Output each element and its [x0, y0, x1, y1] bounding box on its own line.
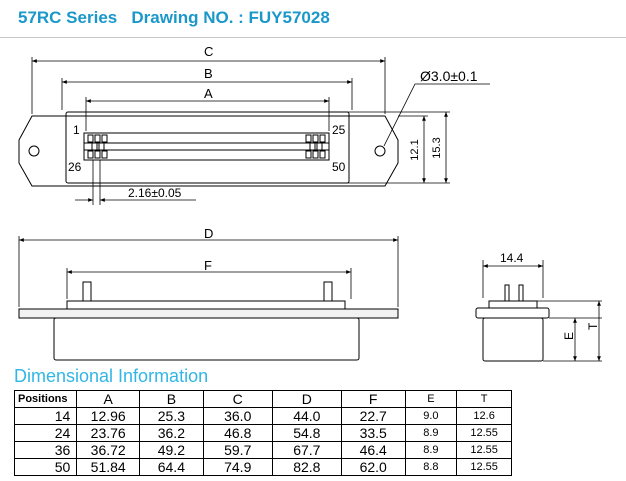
cell-t: 12.55 — [456, 458, 512, 476]
mounting-hole-right — [374, 145, 386, 157]
cell-f: 46.4 — [340, 441, 406, 459]
cell-b: 25.3 — [139, 407, 204, 425]
technical-drawing: C B A Ø3.0±0.1 12.1 15.3 2.16±0.05 1 25 … — [18, 44, 602, 362]
cell-e: 9.0 — [404, 407, 458, 425]
label-c: C — [204, 44, 213, 59]
side-view — [18, 281, 399, 361]
pin-26: 26 — [68, 160, 82, 174]
label-b: B — [204, 66, 213, 81]
pin-25: 25 — [332, 123, 346, 137]
page-header: 57RC Series Drawing NO. : FUY57028 — [0, 0, 626, 40]
cell-positions: 50 — [13, 458, 78, 476]
side-body — [53, 317, 360, 361]
label-14-4: 14.4 — [500, 251, 524, 265]
col-a: A — [76, 390, 141, 408]
series-name: 57RC Series — [18, 8, 118, 27]
cell-c: 36.0 — [202, 407, 273, 425]
cell-b: 64.4 — [139, 458, 204, 476]
contacts-right — [305, 134, 326, 159]
pin-50: 50 — [332, 160, 346, 174]
cell-positions: 36 — [13, 441, 78, 459]
cell-b: 36.2 — [139, 424, 204, 442]
cell-b: 49.2 — [139, 441, 204, 459]
col-f: F — [340, 390, 406, 408]
side-top-plate — [66, 300, 346, 310]
contacts-left — [87, 134, 108, 159]
col-d: D — [271, 390, 342, 408]
label-15-3: 15.3 — [431, 137, 443, 158]
end-view — [475, 284, 550, 362]
front-flange-outline — [18, 115, 399, 187]
cell-t: 12.6 — [456, 407, 512, 425]
front-view — [18, 111, 399, 187]
col-t: T — [456, 390, 512, 408]
label-d: D — [204, 226, 213, 241]
front-body-outline — [65, 111, 350, 184]
pin-1: 1 — [73, 123, 80, 137]
table-row: 24 23.76 36.2 46.8 54.8 33.5 8.9 12.55 — [13, 424, 512, 442]
end-body — [482, 317, 544, 362]
cell-e: 8.8 — [404, 458, 458, 476]
cell-t: 12.55 — [456, 441, 512, 459]
contact-area — [83, 132, 330, 161]
col-c: C — [202, 390, 273, 408]
cell-c: 59.7 — [202, 441, 273, 459]
drawing-number: Drawing NO. : FUY57028 — [131, 8, 330, 27]
header-title: 57RC Series Drawing NO. : FUY57028 — [18, 8, 330, 28]
col-e: E — [404, 390, 458, 408]
table-row: 14 12.96 25.3 36.0 44.0 22.7 9.0 12.6 — [13, 407, 512, 425]
col-b: B — [139, 390, 204, 408]
header-divider — [0, 37, 626, 38]
end-top-block — [488, 300, 538, 309]
front-dimensions — [31, 57, 490, 205]
col-positions: Positions — [13, 390, 78, 408]
cell-d: 54.8 — [271, 424, 342, 442]
hole-leader — [383, 83, 490, 147]
cell-positions: 14 — [13, 407, 78, 425]
label-t: T — [586, 322, 600, 330]
label-f: F — [204, 258, 212, 273]
cell-positions: 24 — [13, 424, 78, 442]
side-dimensions — [18, 236, 399, 307]
end-post-right — [518, 284, 524, 302]
cell-a: 12.96 — [76, 407, 141, 425]
cell-f: 62.0 — [340, 458, 406, 476]
label-e: E — [562, 332, 576, 340]
cell-c: 74.9 — [202, 458, 273, 476]
cell-t: 12.55 — [456, 424, 512, 442]
side-labels: D F — [204, 226, 213, 273]
front-labels: C B A Ø3.0±0.1 12.1 15.3 2.16±0.05 1 25 … — [68, 44, 478, 200]
cell-a: 51.84 — [76, 458, 141, 476]
cell-c: 46.8 — [202, 424, 273, 442]
dimensional-info-title: Dimensional Information — [14, 366, 209, 386]
cell-d: 44.0 — [271, 407, 342, 425]
cell-a: 23.76 — [76, 424, 141, 442]
cell-d: 82.8 — [271, 458, 342, 476]
label-pitch: 2.16±0.05 — [128, 186, 182, 200]
cell-f: 22.7 — [340, 407, 406, 425]
cell-f: 33.5 — [340, 424, 406, 442]
label-hole: Ø3.0±0.1 — [420, 68, 478, 84]
table-header-row: Positions A B C D F E T — [13, 390, 512, 408]
end-dimensions — [482, 260, 602, 362]
label-a: A — [204, 86, 213, 101]
cell-d: 67.7 — [271, 441, 342, 459]
cell-e: 8.9 — [404, 441, 458, 459]
side-post-left — [82, 281, 92, 302]
table-row: 50 51.84 64.4 74.9 82.8 62.0 8.8 12.55 — [13, 458, 512, 476]
table-row: 36 36.72 49.2 59.7 67.7 46.4 8.9 12.55 — [13, 441, 512, 459]
end-flange — [475, 307, 550, 319]
end-post-left — [504, 284, 510, 302]
label-12-1: 12.1 — [409, 139, 421, 160]
cell-a: 36.72 — [76, 441, 141, 459]
end-labels: 14.4 E T — [500, 251, 600, 340]
mounting-hole-left — [28, 145, 40, 157]
dimensional-table: Positions A B C D F E T 14 12.96 25.3 36… — [13, 390, 512, 476]
side-post-right — [323, 281, 333, 302]
cell-e: 8.9 — [404, 424, 458, 442]
side-flange — [18, 308, 399, 319]
